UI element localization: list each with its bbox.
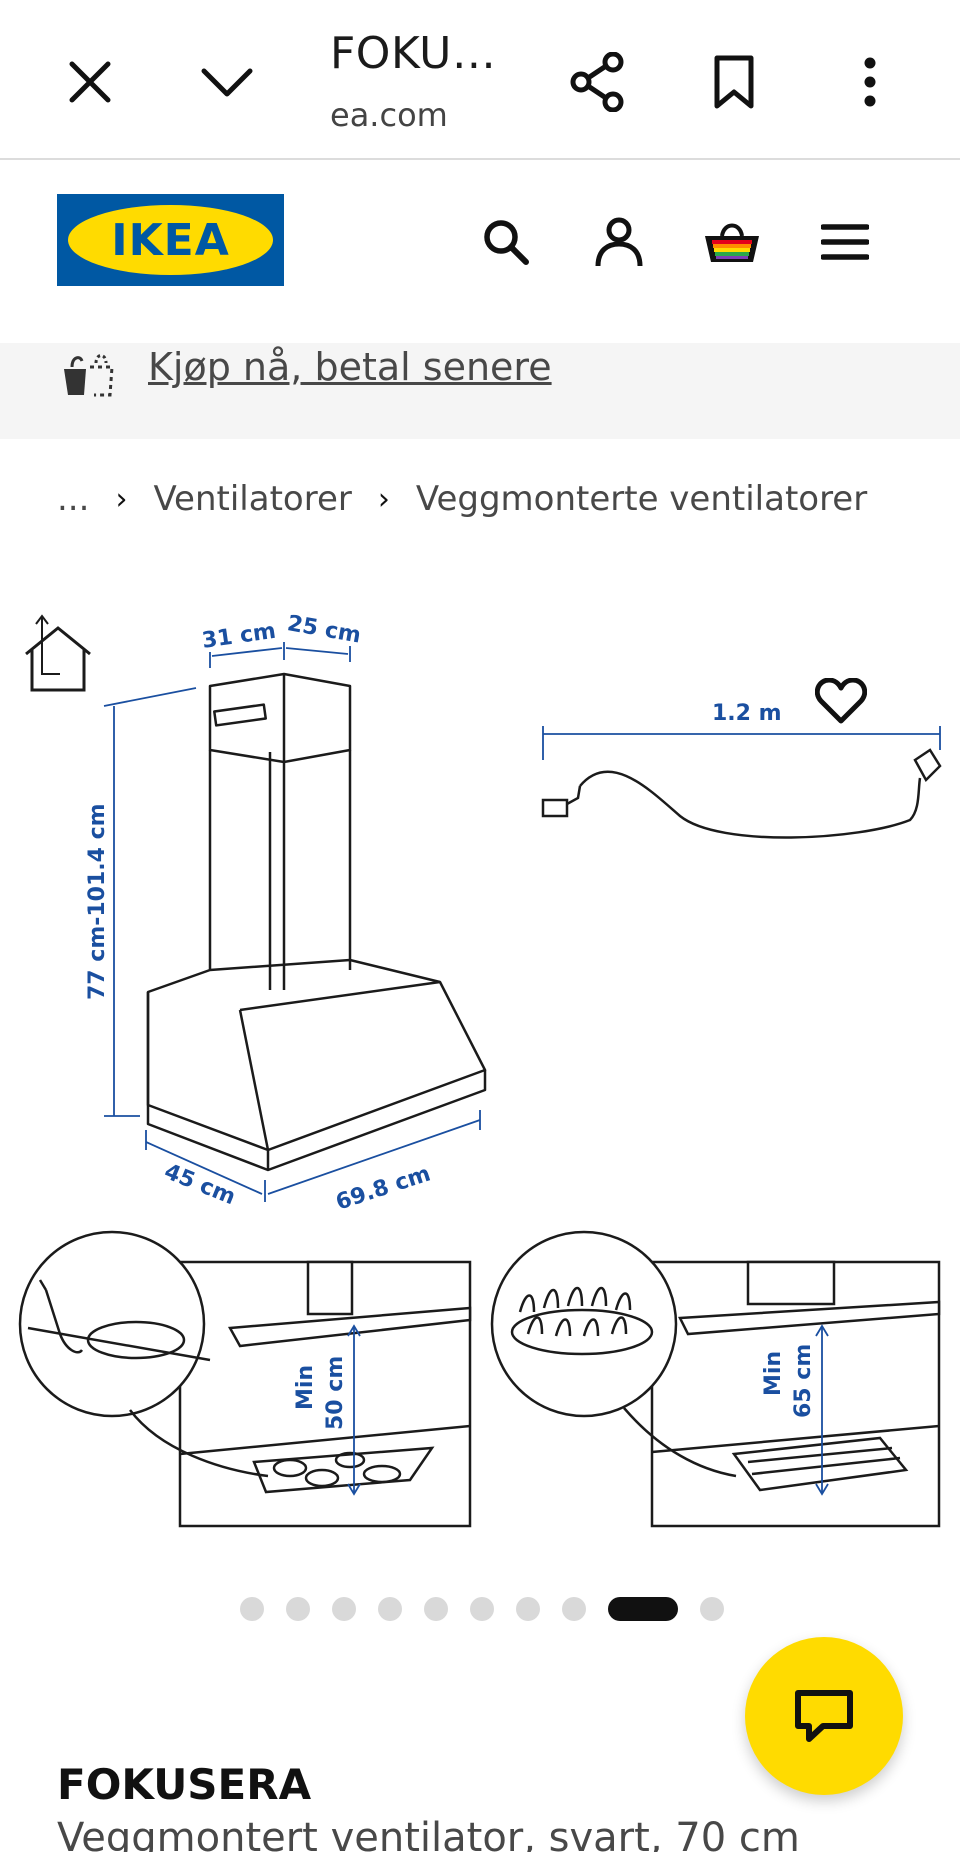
chevron-down-icon[interactable] xyxy=(195,50,259,114)
min-electric-line1: Min xyxy=(293,1365,318,1410)
profile-icon[interactable] xyxy=(587,210,651,274)
breadcrumb-separator: › xyxy=(115,481,128,517)
room-view-icon[interactable] xyxy=(20,614,96,694)
dim-width-bottom: 69.8 cm xyxy=(333,1161,434,1215)
menu-icon[interactable] xyxy=(813,210,877,274)
min-electric-line2: 50 cm xyxy=(323,1356,348,1430)
breadcrumb-ventilatorer[interactable]: Ventilatorer xyxy=(153,479,352,519)
carousel-dot[interactable] xyxy=(700,1597,724,1621)
carousel-dot[interactable] xyxy=(378,1597,402,1621)
close-icon[interactable] xyxy=(58,50,122,114)
paylater-link[interactable]: Kjøp nå, betal senere xyxy=(148,345,552,389)
basket-icon[interactable] xyxy=(700,210,764,274)
tab-title: FOKU… xyxy=(330,28,497,79)
carousel-dot[interactable] xyxy=(332,1597,356,1621)
carousel-dot-active[interactable] xyxy=(608,1597,678,1621)
carousel-dot[interactable] xyxy=(562,1597,586,1621)
breadcrumb-separator: › xyxy=(377,481,390,517)
carousel-dots xyxy=(240,1596,724,1622)
product-description: Veggmontert ventilator, svart, 70 cm xyxy=(57,1815,800,1852)
search-icon[interactable] xyxy=(474,210,538,274)
url-text[interactable]: ea.com xyxy=(330,96,448,134)
chat-icon xyxy=(795,1690,853,1742)
carousel-dot[interactable] xyxy=(516,1597,540,1621)
logo-text: IKEA xyxy=(111,214,230,266)
chat-button[interactable] xyxy=(745,1637,903,1795)
dim-height: 77 cm-101.4 cm xyxy=(85,803,110,1000)
carousel-dot[interactable] xyxy=(286,1597,310,1621)
breadcrumb-veggmonterte[interactable]: Veggmonterte ventilatorer xyxy=(415,479,868,519)
dim-depth-top: 31 cm xyxy=(200,619,277,654)
browser-toolbar: FOKU… ea.com xyxy=(0,0,960,160)
bookmark-icon[interactable] xyxy=(702,50,766,114)
dimension-illustration: 31 cm 25 cm 77 cm-101.4 cm 45 cm 69.8 cm… xyxy=(18,611,942,1528)
paylater-icon xyxy=(60,349,120,409)
product-image-gallery[interactable]: 31 cm 25 cm 77 cm-101.4 cm 45 cm 69.8 cm… xyxy=(0,590,960,1540)
min-gas-line1: Min xyxy=(761,1351,786,1396)
more-options-icon[interactable] xyxy=(838,50,902,114)
min-gas-line2: 65 cm xyxy=(791,1344,816,1418)
paylater-banner: Kjøp nå, betal senere xyxy=(0,343,960,439)
site-header: IKEA xyxy=(0,162,960,342)
heart-icon[interactable] xyxy=(815,678,879,742)
carousel-dot[interactable] xyxy=(240,1597,264,1621)
dim-cable: 1.2 m xyxy=(712,701,782,726)
product-name: FOKUSERA xyxy=(57,1760,312,1809)
carousel-dot[interactable] xyxy=(470,1597,494,1621)
breadcrumb-ellipsis[interactable]: ... xyxy=(57,479,90,519)
dim-width-top: 25 cm xyxy=(285,611,362,649)
breadcrumb: ... › Ventilatorer › Veggmonterte ventil… xyxy=(57,474,867,524)
ikea-logo[interactable]: IKEA xyxy=(57,194,284,286)
share-icon[interactable] xyxy=(565,50,629,114)
carousel-dot[interactable] xyxy=(424,1597,448,1621)
logo-oval: IKEA xyxy=(68,205,273,275)
